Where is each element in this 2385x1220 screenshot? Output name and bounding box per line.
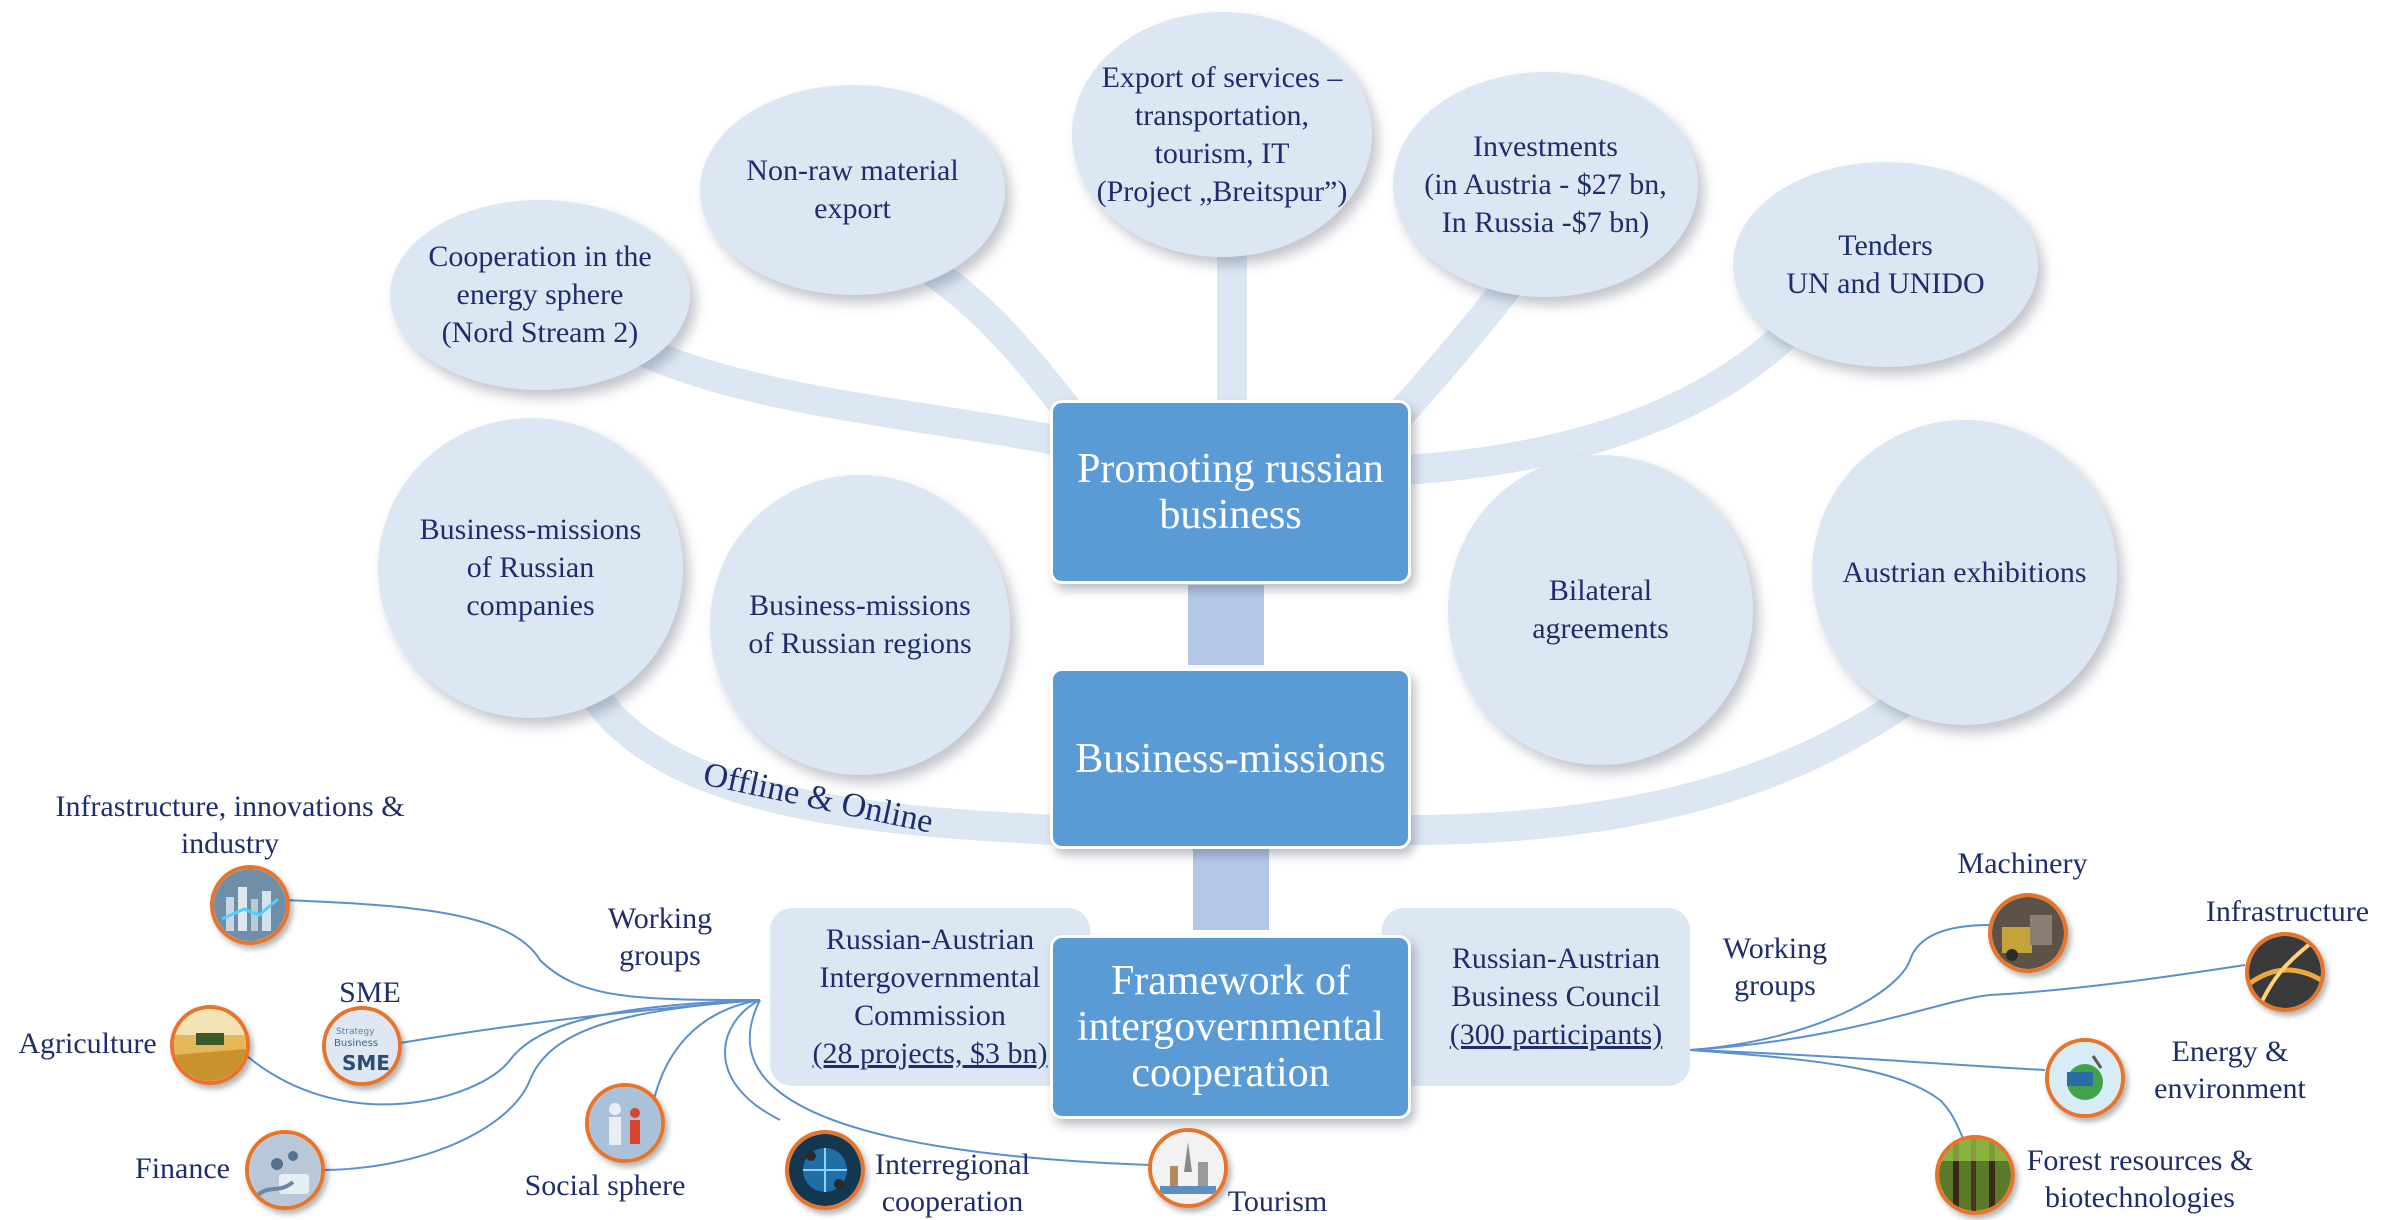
bubble-missions-regions: Business-missions of Russian regions: [710, 475, 1010, 775]
bubble-missions-regions-text: Business-missions of Russian regions: [748, 589, 972, 660]
green-energy-icon: [2045, 1038, 2125, 1118]
box-framework-text: Framework of intergovernmental cooperati…: [1076, 958, 1385, 1096]
line-wg-agriculture: [239, 999, 761, 1106]
branch-tenders: [1390, 325, 1795, 485]
panel-commission-title: Russian-Austrian Intergovernmental Commi…: [819, 923, 1041, 1032]
bubble-missions-companies-text: Business-missions of Russian companies: [419, 513, 642, 622]
line-wg-forest: [1689, 1049, 1976, 1161]
line-wg-infrastructure: [284, 899, 761, 1001]
bubble-tenders-text: Tenders UN and UNIDO: [1786, 228, 1985, 300]
panel-business-council: Russian-Austrian Business Council (300 p…: [1382, 908, 1690, 1086]
topic-machinery: Machinery: [1957, 847, 2088, 880]
line-wg-interregional: [724, 999, 781, 1121]
panel-commission-link[interactable]: (28 projects, $3 bn): [812, 1037, 1048, 1070]
branch-missions-left: [565, 655, 1070, 845]
bubble-services-text: Export of services – transportation, tou…: [1096, 60, 1348, 208]
bubble-bilateral-text: Bilateral agreements: [1532, 574, 1669, 645]
working-groups-right-label: Working groups: [1722, 932, 1828, 1002]
box-business-missions: Business-missions: [1050, 668, 1411, 849]
landmarks-icon: [1148, 1128, 1228, 1208]
branch-missions-right: [1390, 675, 1935, 845]
panel-council-link[interactable]: (300 participants): [1449, 1018, 1663, 1051]
bubble-nonraw-export: Non-raw material export: [700, 85, 1005, 295]
connector-lower: [1193, 840, 1269, 930]
bubble-energy-cooperation: Cooperation in the energy sphere (Nord S…: [390, 200, 690, 390]
bubble-nonraw-text: Non-raw material export: [746, 154, 959, 225]
line-wg-finance: [319, 999, 761, 1171]
box-promoting-business: Promoting russian business: [1050, 400, 1411, 584]
svg-text:Strategy: Strategy: [336, 1027, 375, 1037]
line-wg-machinery: [1689, 924, 1991, 1051]
topic-finance: Finance: [135, 1152, 230, 1185]
topic-energy-environment: Energy & environment: [2154, 1035, 2306, 1105]
box-promoting-text: Promoting russian business: [1077, 446, 1384, 538]
panel-council-title: Russian-Austrian Business Council: [1451, 942, 1661, 1013]
bubble-investments-text: Investments (in Austria - $27 bn, In Rus…: [1424, 129, 1667, 239]
globe-network-icon: [785, 1130, 865, 1210]
line-wg-tourism: [748, 999, 1151, 1166]
topic-agriculture: Agriculture: [18, 1027, 157, 1060]
city-skyline-icon: [210, 865, 290, 945]
line-wg-energy: [1689, 1049, 2046, 1071]
topic-infrastructure-innovations: Infrastructure, innovations & industry: [55, 790, 405, 860]
branch-nonraw: [900, 245, 1090, 435]
wheat-field-icon: [170, 1005, 250, 1085]
people-icon: [585, 1083, 665, 1163]
bubble-investments: Investments (in Austria - $27 bn, In Rus…: [1393, 72, 1698, 297]
connector-upper: [1188, 585, 1264, 665]
machinery-icon: [1988, 893, 2068, 973]
svg-text:Business: Business: [334, 1038, 378, 1049]
line-wg-social: [649, 999, 761, 1121]
bubble-energy-text: Cooperation in the energy sphere (Nord S…: [428, 240, 652, 349]
highway-interchange-icon: [2245, 932, 2325, 1012]
bubble-tenders: Tenders UN and UNIDO: [1733, 162, 2038, 367]
bubble-exhibitions-text: Austrian exhibitions: [1842, 555, 2087, 589]
branch-energy: [585, 315, 1070, 455]
finance-calculator-icon: [245, 1130, 325, 1210]
topic-sme: SME: [339, 976, 401, 1009]
working-groups-left-label: Working groups: [607, 902, 713, 972]
forest-icon: [1935, 1135, 2015, 1215]
topic-tourism: Tourism: [1227, 1185, 1328, 1218]
bubble-missions-companies: Business-missions of Russian companies: [378, 418, 683, 718]
svg-text:SME: SME: [342, 1051, 390, 1075]
box-missions-text: Business-missions: [1075, 735, 1386, 782]
topic-social-sphere: Social sphere: [524, 1169, 686, 1202]
topic-forest-biotech: Forest resources & biotechnologies: [2026, 1144, 2254, 1214]
bubble-austrian-exhibitions: Austrian exhibitions: [1812, 420, 2117, 725]
panel-intergovernmental-commission: Russian-Austrian Intergovernmental Commi…: [770, 908, 1090, 1086]
topic-interregional: Interregional cooperation: [875, 1148, 1030, 1218]
bubble-bilateral-agreements: Bilateral agreements: [1448, 455, 1753, 765]
topic-infrastructure-right: Infrastructure: [2205, 895, 2370, 928]
line-wg-infrastructure-right: [1689, 964, 2246, 1051]
box-intergovernmental-framework: Framework of intergovernmental cooperati…: [1050, 935, 1411, 1119]
bubble-export-services: Export of services – transportation, tou…: [1072, 12, 1372, 257]
